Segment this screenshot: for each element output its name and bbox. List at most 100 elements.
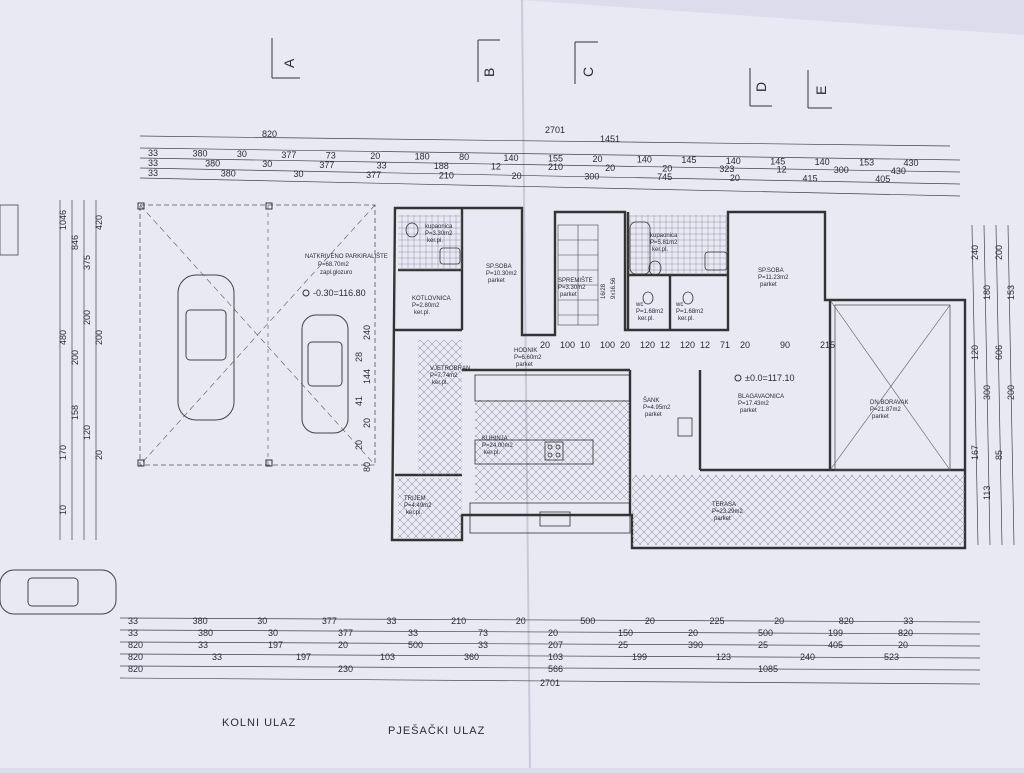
bottom-dimension-value: 199	[828, 628, 843, 638]
bottom-dimension-value: 1085	[758, 664, 778, 674]
room-name: TERASA	[712, 502, 736, 508]
top-dimension-value: 33	[148, 158, 158, 168]
bottom-dimension-value: 123	[716, 652, 731, 662]
room-area: P=23.29m2	[712, 509, 744, 515]
interior-dimension-value: 144	[362, 369, 372, 384]
interior-dimension-value: 100	[600, 340, 615, 350]
bottom-dimension-value: 820	[128, 640, 143, 650]
bottom-dimension-value: 210	[451, 616, 466, 626]
interior-dimension-value: 20	[620, 340, 630, 350]
bottom-dimension-value: 199	[632, 652, 647, 662]
top-dimension-value: 20	[370, 151, 380, 161]
interior-dimension-value: 12	[660, 340, 670, 350]
room-floor: ker.pl.	[406, 510, 422, 516]
room-area: P=1.68m2	[676, 309, 704, 315]
bottom-dimension-value: 20	[338, 640, 348, 650]
top-dimension-lines	[139, 135, 961, 197]
bottom-dimension-value: 377	[322, 616, 337, 626]
bottom-dimension-value: 33	[903, 616, 913, 626]
top-dimension-value: 145	[770, 156, 785, 166]
interior-dimension-value: 71	[720, 340, 730, 350]
room-floor: ker.pl.	[427, 238, 443, 244]
left-dimension-value: 120	[82, 425, 92, 440]
living-room-void-lines	[829, 299, 951, 471]
bottom-dimension-value: 150	[618, 628, 633, 638]
room-floor: ker.pl.	[414, 310, 430, 316]
top-dimension-value: 180	[415, 152, 430, 162]
room-area: P=4.95m2	[643, 405, 671, 411]
bottom-dimension-value: 207	[548, 640, 563, 650]
left-dimension-value: 200	[94, 330, 104, 345]
room-floor: ker.pl.	[484, 450, 500, 456]
interior-dimension-value: 120	[680, 340, 695, 350]
dim-total-bottom: 2701	[540, 678, 560, 688]
top-dimension-value: 140	[815, 157, 830, 167]
room-area: P=11.23m2	[758, 275, 789, 281]
bottom-dimension-value: 25	[758, 640, 768, 650]
left-dimension-value: 420	[94, 215, 104, 230]
top-dimension-value: 405	[875, 174, 890, 184]
room-area: P=1.68m2	[636, 309, 664, 315]
bottom-dimension-value: 20	[774, 616, 784, 626]
right-dimension-value: 120	[970, 345, 980, 360]
top-dimension-value: 210	[439, 170, 454, 180]
room-name: SP.SOBA	[758, 268, 784, 274]
interior-dimension-value: 240	[362, 325, 372, 340]
room-name: HODNIK	[514, 348, 537, 354]
bottom-dimension-value: 33	[128, 628, 138, 638]
interior-dimension-value: 100	[560, 340, 575, 350]
toilet-icon	[405, 222, 694, 305]
left-dimension-value: 158	[70, 405, 80, 420]
bottom-dimension-value: 225	[710, 616, 725, 626]
bottom-dimension-value: 820	[128, 652, 143, 662]
bottom-dimension-value: 73	[478, 628, 488, 638]
top-dimension-value: 20	[592, 154, 602, 164]
bottom-dimension-value: 20	[645, 616, 655, 626]
paper-fold	[521, 0, 531, 769]
room-area: P=24.00m2	[482, 443, 514, 449]
room-area: P=10.30m2	[486, 271, 518, 277]
room-floor: parket	[488, 278, 505, 284]
bottom-dimension-value: 20	[898, 640, 908, 650]
top-dimension-value: 140	[504, 153, 519, 163]
top-dimension-value: 188	[434, 161, 449, 171]
interior-dimension-value: 10	[580, 340, 590, 350]
axis-label-c: C	[580, 67, 596, 77]
interior-dimension-value: 20	[362, 418, 372, 428]
room-name: VJETROBRAN	[430, 366, 470, 372]
room-floor: parket	[645, 412, 662, 418]
room-area: P=5.81m2	[650, 240, 678, 246]
room-floor: parket	[560, 292, 577, 298]
room-name: TRIJEM	[404, 496, 426, 502]
level-house: ±0.0=117.10	[745, 373, 795, 383]
top-dimension-value: 430	[904, 158, 919, 168]
right-dimension-value: 180	[982, 285, 992, 300]
top-dimension-value: 12	[777, 165, 787, 175]
bottom-dimension-value: 20	[688, 628, 698, 638]
top-dimension-value: 140	[637, 155, 652, 165]
bottom-dimension-value: 820	[898, 628, 913, 638]
top-dimension-value: 33	[377, 160, 387, 170]
right-dimension-value: 153	[1006, 285, 1016, 300]
interior-dimension-value: 20	[540, 340, 550, 350]
right-dimension-value: 200	[1006, 385, 1016, 400]
bottom-dimension-value: 197	[268, 640, 283, 650]
interior-dimension-value: 215	[820, 340, 835, 350]
bottom-dimension-value: 500	[408, 640, 423, 650]
top-dimension-value: 430	[891, 166, 906, 176]
staircase	[557, 224, 599, 326]
bottom-dimension-value: 33	[386, 616, 396, 626]
room-name: kupaonica	[650, 233, 678, 239]
dim-total-top: 2701	[545, 125, 565, 135]
top-dimension-value: 30	[237, 149, 247, 159]
top-dimension-value: 380	[205, 159, 220, 169]
bottom-dimension-value: 33	[128, 616, 138, 626]
level-marker-icon	[302, 289, 310, 297]
left-dimension-value: 10	[58, 505, 68, 515]
top-dimension-value: 323	[719, 164, 734, 174]
bottom-dimension-value: 103	[380, 652, 395, 662]
top-dimension-value: 80	[459, 152, 469, 162]
room-name: ŠANK	[643, 397, 659, 404]
